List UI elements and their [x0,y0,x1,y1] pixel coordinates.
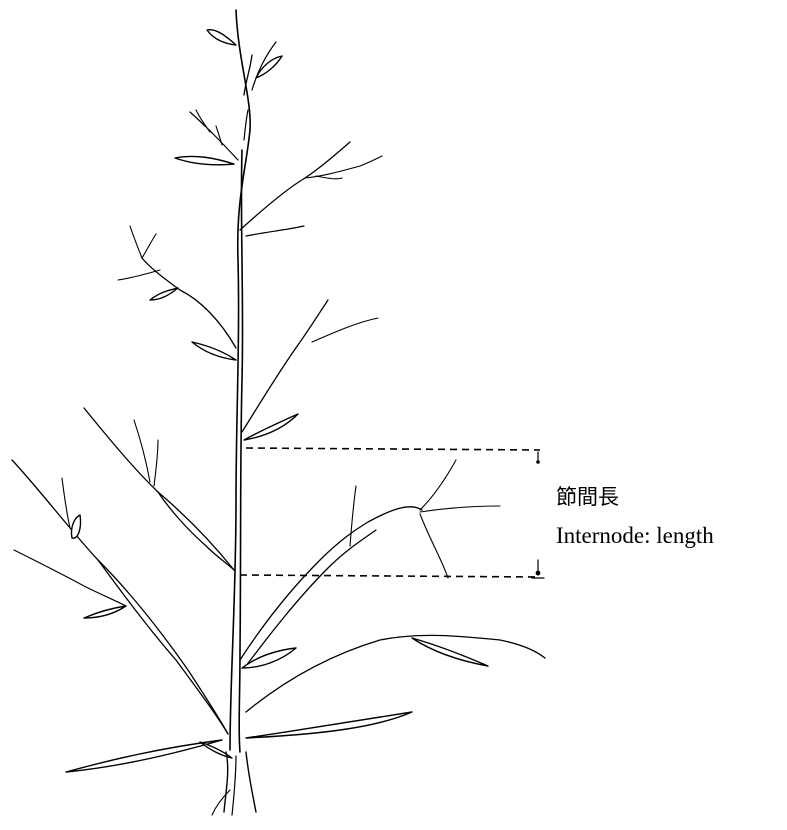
internode-bottom-line [239,574,541,578]
internode-top-line [245,447,541,451]
lower-right-leaves [245,634,546,739]
middle-left-branch [83,407,235,571]
internode-markers [239,447,545,579]
internode-label-jp: 節間長 [556,485,619,509]
upper-right-branch [239,141,383,237]
middle-right-branch [241,299,379,441]
base-and-root [65,739,257,816]
lower-left-branch [11,459,229,735]
top-branches [174,28,283,166]
lower-right-branch [239,459,501,669]
internode-label-en: Internode: length [556,523,714,548]
main-stem [229,9,253,753]
upper-left-branch [117,225,237,361]
